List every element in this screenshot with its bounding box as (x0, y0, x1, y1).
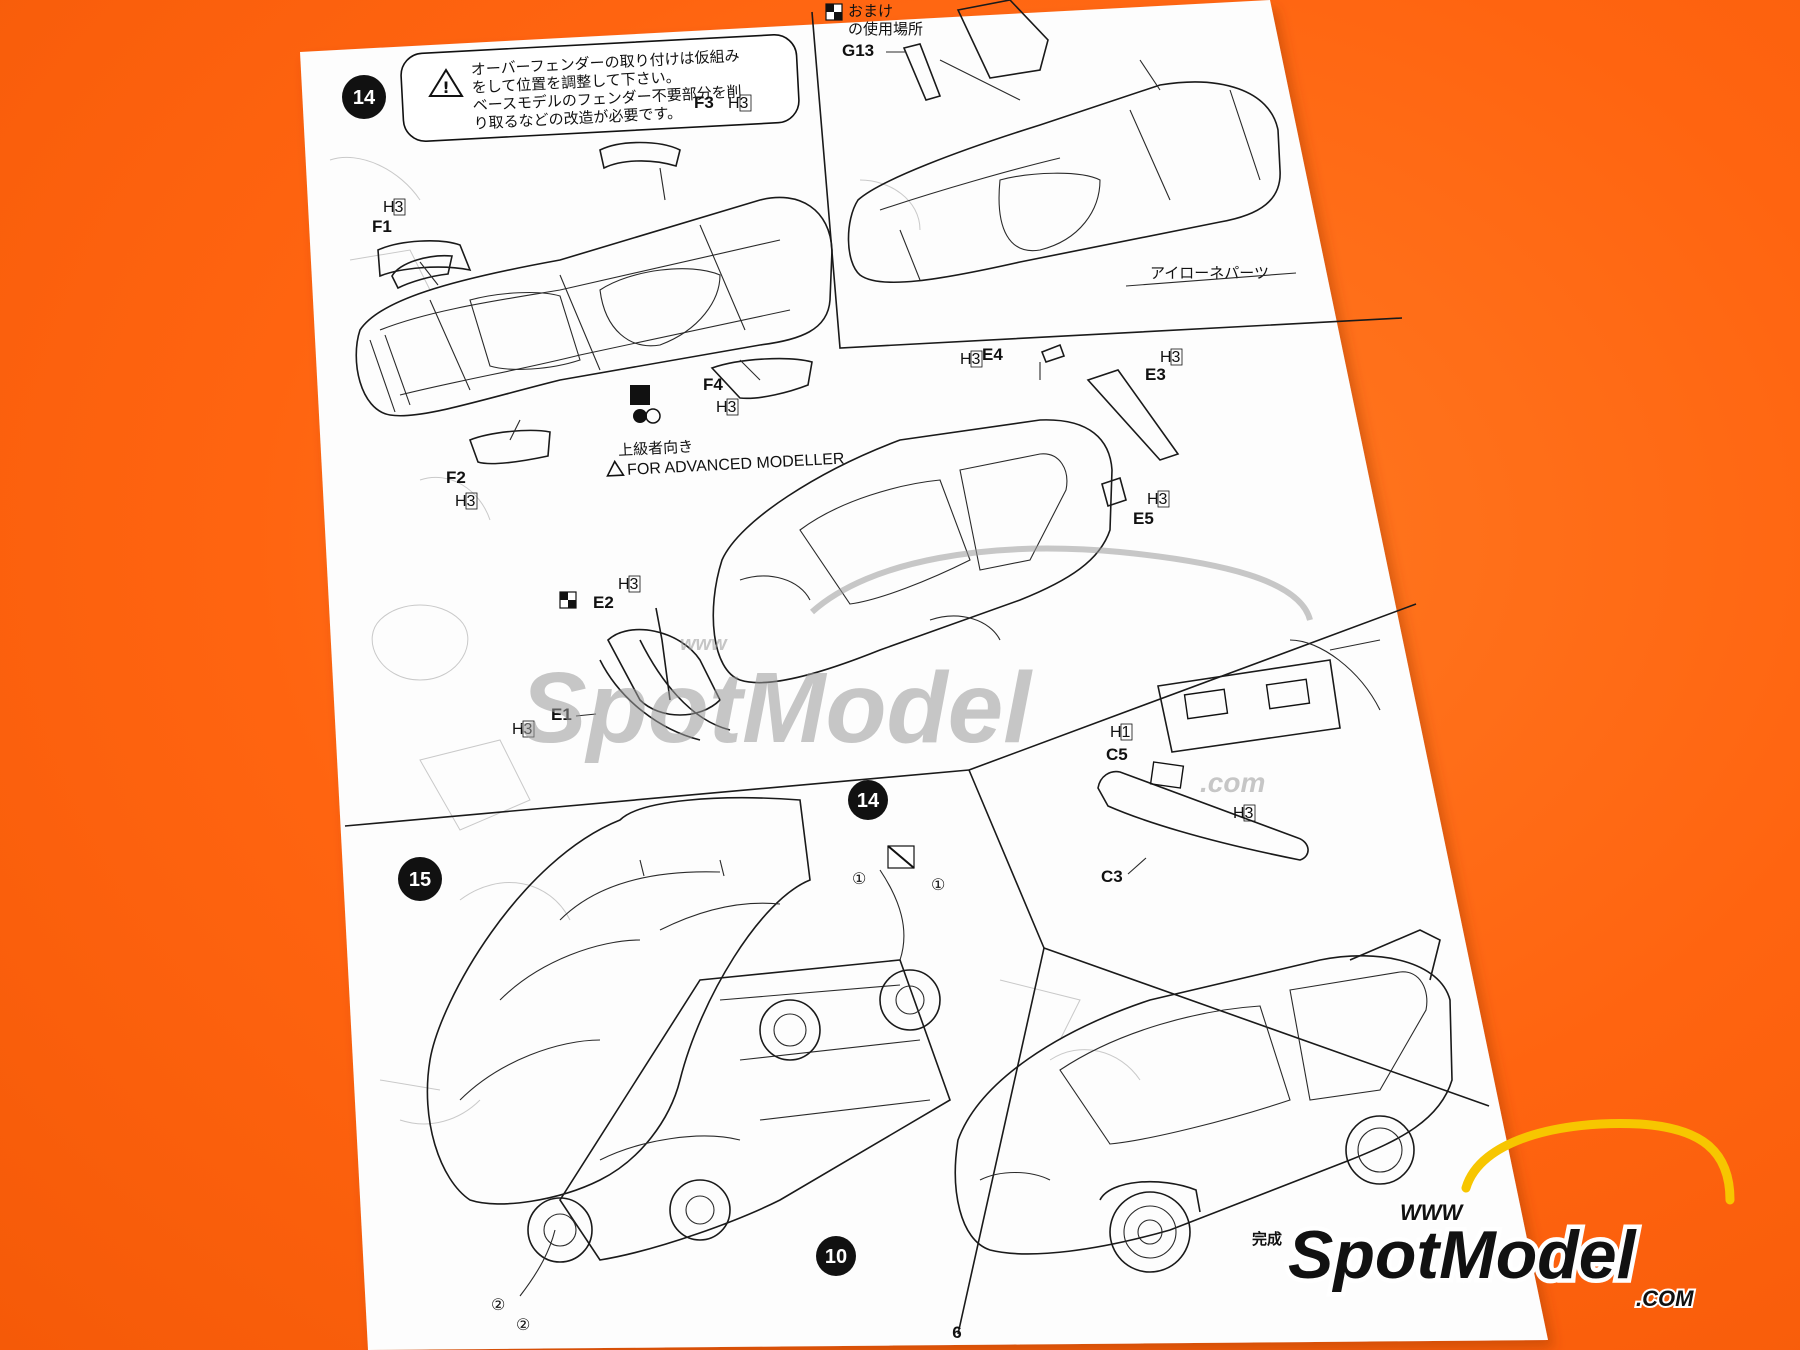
part-label-f1: F1 (372, 217, 392, 236)
part-label-e3: E3 (1145, 365, 1166, 384)
part-label-c5: C5 (1106, 745, 1128, 764)
logo-brand: SpotModel (1288, 1217, 1638, 1293)
circled-1-b: ① (931, 877, 945, 894)
paint-code-h3-e2: H3 (618, 576, 639, 593)
logo-prefix: WWW (1400, 1200, 1465, 1225)
paint-code-h3-f4: H3 (716, 399, 737, 416)
ref-10-badge: 10 (816, 1236, 856, 1276)
part-label-e4: E4 (982, 345, 1003, 364)
step15-body-and-chassis: ① ① ② ② (426, 797, 951, 1334)
paint-code-h3-f1: H3 (383, 199, 404, 216)
ref-14-badge: 14 (848, 780, 888, 820)
caution-box: ! オーバーフェンダーの取り付けは仮組み をして位置を調整して下さい。 ベースモ… (400, 34, 800, 142)
circled-2-a: ② (491, 1297, 505, 1314)
watermark-brand: SpotModel (520, 652, 1033, 764)
paint-code-h3-e3: H3 (1160, 349, 1181, 366)
part-label-f4: F4 (703, 375, 723, 394)
svg-text:14: 14 (857, 790, 880, 812)
part-label-c3: C3 (1101, 867, 1123, 886)
part-label-g13: G13 (842, 41, 874, 60)
watermark-spotmodel: www SpotModel .com (520, 545, 1313, 798)
step-14-badge: 14 (342, 75, 386, 119)
paint-code-h3-e5: H3 (1147, 491, 1168, 508)
watermark-suffix: .com (1200, 767, 1265, 798)
page-number: 6 (952, 1323, 961, 1342)
watermark-prefix: www (680, 633, 728, 655)
part-label-e2: E2 (593, 593, 614, 612)
svg-text:15: 15 (409, 869, 431, 891)
step14-part-labels: F1 H3 F3 H3 F4 H3 F2 H3 (372, 93, 752, 510)
complete-label: 完成 (1252, 1230, 1282, 1248)
paint-code-h3-f2: H3 (455, 493, 476, 510)
inset-note-1: おまけ (848, 2, 893, 20)
part-label-f2: F2 (446, 468, 466, 487)
paint-code-h3-f3: H3 (728, 95, 749, 112)
part-label-e5: E5 (1133, 509, 1154, 528)
paint-code-h1: H1 (1110, 724, 1131, 741)
part-label-f3: F3 (694, 93, 714, 112)
paint-code-h3-e1: H3 (512, 721, 533, 738)
inset-aero-parts: おまけ の使用場所 G13 アイローネパーツ (825, 0, 1297, 287)
svg-text:10: 10 (825, 1246, 847, 1268)
completed-car-illustration: 完成 (954, 929, 1453, 1273)
step-15-badge: 15 (398, 857, 442, 901)
step14-car-overfenders: E2 H3 E1 H3 (512, 419, 1113, 741)
svg-text:!: ! (442, 78, 449, 97)
advanced-jp: 上級者向き (618, 437, 694, 459)
paint-code-h3-c3: H3 (1233, 805, 1254, 822)
step14-front-grille-detail: C5 C3 H1 H3 (1097, 639, 1381, 886)
circled-2-b: ② (516, 1317, 530, 1334)
spotmodel-logo: WWW SpotModel .COM (1284, 1119, 1735, 1313)
paper-sheet (300, 0, 1548, 1350)
inset-note-2: の使用場所 (848, 20, 923, 38)
paint-code-h3-e4: H3 (960, 351, 981, 368)
step14-car-body-diagram (355, 141, 833, 465)
step14-rear-parts: E4 H3 H3 E3 E5 H3 (960, 343, 1183, 528)
logo-suffix: .COM (1636, 1286, 1694, 1311)
show-through-ghost-lines (329, 156, 1141, 1125)
svg-text:14: 14 (353, 87, 376, 109)
part-label-e1: E1 (551, 705, 572, 724)
circled-1-a: ① (852, 871, 866, 888)
